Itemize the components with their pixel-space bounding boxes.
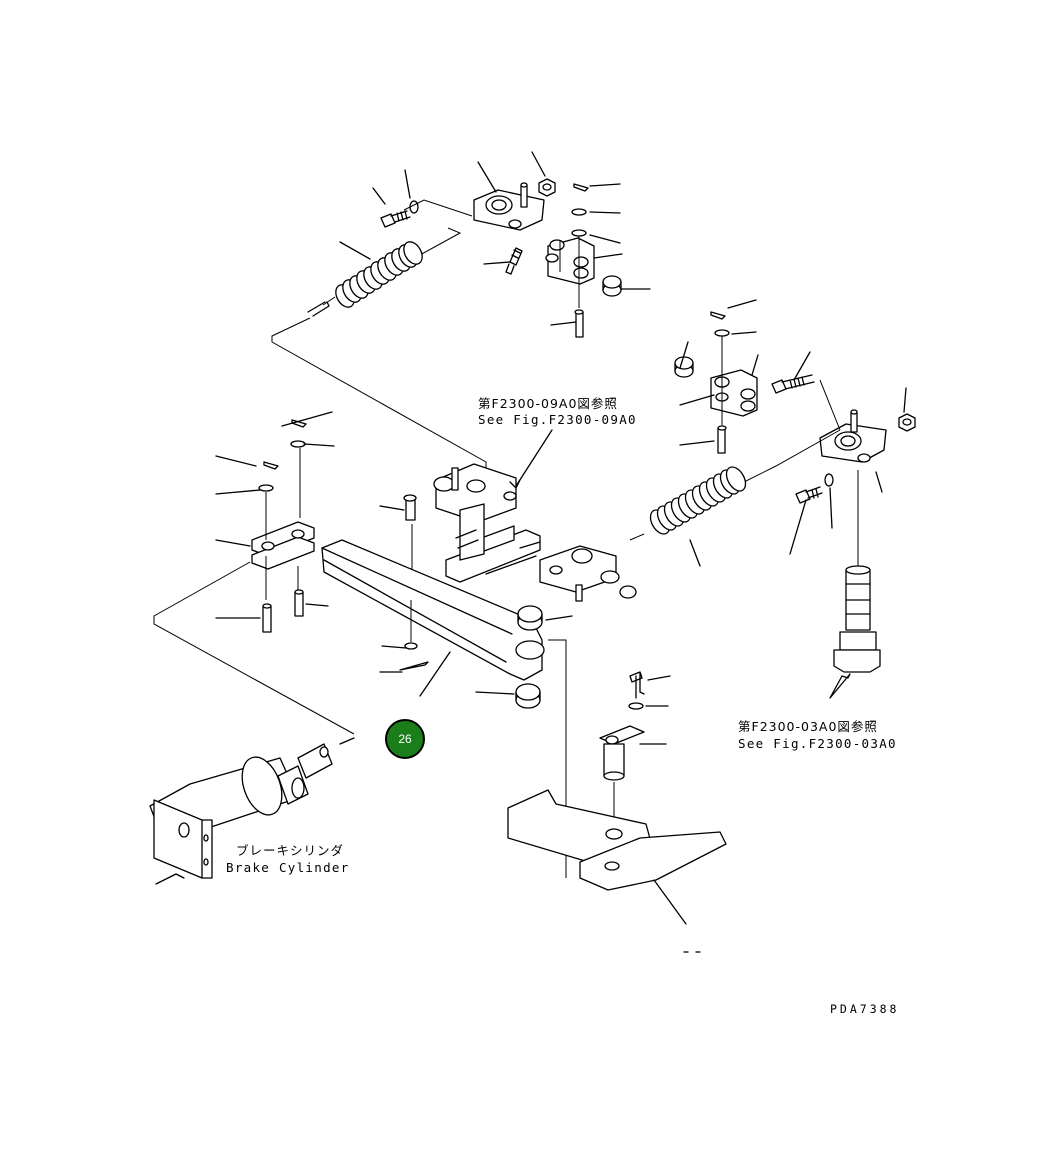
ref-right-jp-label: 第F2300-03A0図参照 xyxy=(738,719,878,734)
brake-cylinder-en-label: Brake Cylinder xyxy=(226,860,350,875)
left-bracket-assembly xyxy=(153,411,355,735)
center-assembly xyxy=(433,463,637,602)
ref-top-jp-label: 第F2300-09A0図参照 xyxy=(478,396,618,411)
bushings xyxy=(475,605,573,878)
right-rod-assembly xyxy=(829,565,881,699)
callout-badge-26[interactable]: 26 xyxy=(385,719,425,759)
upper-spring xyxy=(307,227,462,317)
guide-line-upper xyxy=(271,317,487,470)
ref-top-en-label: See Fig.F2300-09A0 xyxy=(478,412,637,427)
brake-cylinder xyxy=(149,737,355,885)
right-linkage-assembly xyxy=(674,299,916,568)
callout-badge-number: 26 xyxy=(398,732,412,746)
brake-lever xyxy=(321,539,545,697)
top-linkage-assembly xyxy=(339,151,651,338)
drawing-code-label: PDA7388 xyxy=(830,1002,899,1016)
lower-plate-assembly xyxy=(507,671,727,953)
right-spring xyxy=(629,429,841,567)
ref-arrow-top xyxy=(509,429,553,489)
ref-right-en-label: See Fig.F2300-03A0 xyxy=(738,736,897,751)
brake-cylinder-jp-label: ブレーキシリンダ xyxy=(236,843,344,858)
